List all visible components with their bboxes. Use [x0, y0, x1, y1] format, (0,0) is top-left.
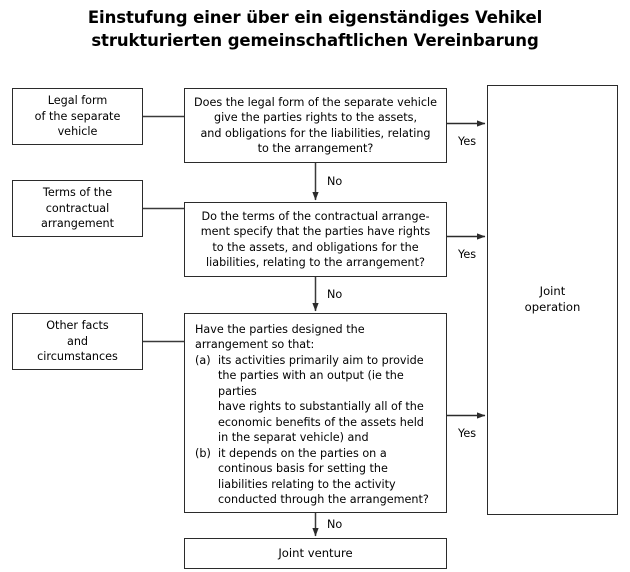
input-box-legal-form: Legal form of the separate vehicle [12, 88, 143, 145]
decision-other-item-a-line-5: in the separat vehicle) and [218, 431, 369, 445]
edge-label-yes-1: Yes [458, 135, 477, 148]
edge-label-yes-3: Yes [458, 427, 477, 440]
outcome-joint-operation-line-1: Joint [539, 284, 566, 299]
decision-legal-form-line-4: to the arrangement? [257, 141, 374, 155]
decision-other-item-a-body: its activities primarily aim to provide … [218, 353, 436, 446]
decision-legal-form-line-2: give the parties rights to the assets, [213, 111, 418, 125]
input-terms-line-2: contractual [45, 201, 110, 215]
decision-other-item-a-line-3: have rights to substantially all of the [218, 400, 424, 414]
page-title: Einstufung einer über ein eigenständiges… [0, 6, 630, 53]
decision-box-other-facts: Have the parties designed the arrangemen… [184, 313, 447, 513]
decision-terms-line-3: to the assets, and obligations for the [212, 240, 419, 254]
input-terms-line-3: arrangement [40, 217, 115, 231]
input-other-facts-line-2: and [66, 334, 89, 348]
input-other-facts-line-1: Other facts [46, 319, 109, 333]
input-other-facts-line-3: circumstances [37, 350, 118, 364]
input-legal-form-line-3: vehicle [57, 125, 98, 139]
decision-other-item-a-line-2: the parties with an output (ie the parti… [218, 369, 404, 398]
decision-terms-line-2: ment specify that the parties have right… [200, 225, 431, 239]
input-terms-line-1: Terms of the [42, 186, 113, 200]
decision-legal-form-line-1: Does the legal form of the separate vehi… [194, 95, 437, 109]
decision-other-item-a: (a) its activities primarily aim to prov… [195, 353, 436, 446]
input-box-contractual-terms: Terms of the contractual arrangement [12, 180, 143, 237]
decision-other-item-b-body: it depends on the parties on a continous… [218, 446, 436, 508]
decision-box-legal-form: Does the legal form of the separate vehi… [184, 88, 447, 163]
decision-other-item-b-line-4: conducted through the arrangement? [218, 492, 429, 506]
decision-terms-line-4: liabilities, relating to the arrangement… [206, 255, 425, 269]
decision-box-contractual-terms: Do the terms of the contractual arrange-… [184, 202, 447, 277]
decision-other-item-b: (b) it depends on the parties on a conti… [195, 446, 436, 508]
decision-other-item-b-line-3: liabilities relating to the activity [218, 477, 396, 491]
input-legal-form-line-1: Legal form [47, 94, 108, 108]
edge-label-no-2: No [327, 288, 343, 301]
decision-other-item-a-line-4: economic benefits of the assets held [218, 415, 424, 429]
page-title-line-2: strukturierten gemeinschaftlichen Verein… [91, 31, 539, 51]
outcome-joint-operation-line-2: operation [524, 300, 581, 314]
outcome-box-joint-operation: Joint operation [487, 85, 618, 515]
decision-other-item-b-line-2: continous basis for setting the [218, 462, 388, 476]
decision-legal-form-line-3: and obligations for the liabilities, rel… [200, 126, 431, 140]
input-legal-form-line-2: of the separate [34, 109, 121, 123]
decision-other-item-a-line-1: its activities primarily aim to provide [218, 353, 424, 367]
edge-label-no-1: No [327, 175, 343, 188]
decision-other-item-a-marker: (a) [195, 353, 211, 367]
page-title-line-1: Einstufung einer über ein eigenständiges… [87, 8, 543, 27]
decision-other-lead-line-1: Have the parties designed the [195, 323, 365, 336]
outcome-box-joint-venture: Joint venture [184, 538, 447, 569]
outcome-joint-venture-label: Joint venture [278, 545, 353, 560]
edge-label-no-3: No [327, 518, 343, 531]
edge-label-yes-2: Yes [458, 248, 477, 261]
decision-terms-line-1: Do the terms of the contractual arrange- [201, 209, 430, 223]
decision-other-item-b-line-1: it depends on the parties on a [218, 446, 387, 460]
input-box-other-facts: Other facts and circumstances [12, 313, 143, 370]
decision-other-lead-line-2: arrangement so that: [195, 338, 315, 352]
decision-other-item-b-marker: (b) [195, 446, 211, 460]
